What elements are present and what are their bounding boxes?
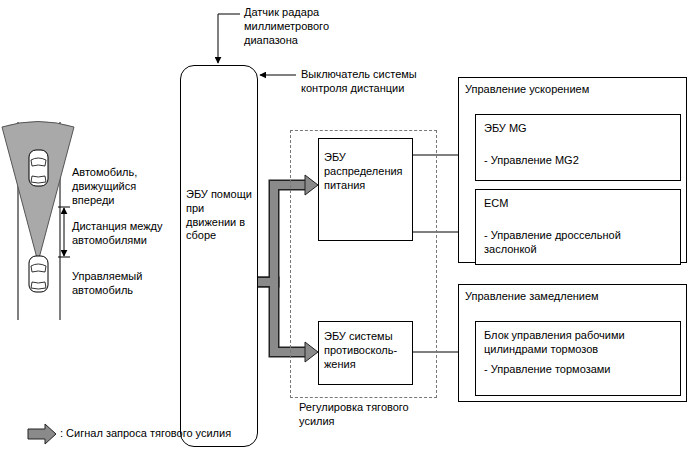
request-arrow: [258, 185, 306, 282]
ecu-box: Блок управления рабочими цилиндрами торм…: [475, 321, 681, 396]
control-group-box: Управление замедлениемБлок управления ра…: [458, 284, 687, 402]
switch-leader: [260, 75, 296, 76]
node-detail: - Управление MG2: [484, 154, 672, 168]
radar-cone: [2, 122, 74, 263]
node-title: ECM: [484, 197, 672, 211]
node-title: ЭБУ помощи при движении в сборе: [186, 188, 253, 243]
ecu-box: ECM - Управление дроссельной заслонкой: [475, 189, 681, 265]
node-detail: - Управление дроссельной заслонкой: [484, 229, 672, 257]
distance-dimension: [58, 207, 70, 257]
vehicle-label: Управляемый автомобиль: [72, 270, 172, 298]
own-car: [29, 256, 48, 292]
sensor-leader: [218, 14, 240, 63]
request-arrow-head: [305, 175, 318, 195]
distance-label: Дистанция между автомобилями: [72, 220, 172, 248]
switch-label: Выключатель системы контроля дистанции: [301, 68, 446, 96]
legend-arrow-icon: [28, 424, 56, 444]
node-title: Регулировка тягового усилия: [299, 401, 429, 429]
sensor-label: Датчик радара миллиметрового диапазона: [244, 6, 354, 47]
legend-text: : Сигнал запроса тягового усилия: [60, 427, 231, 441]
node-title: ЭБУ MG: [484, 122, 672, 136]
node-detail: - Управление тормозами: [484, 363, 672, 377]
node-title: Блок управления рабочими цилиндрами торм…: [484, 329, 672, 357]
node-title: Управление ускорением: [465, 83, 680, 97]
request-arrow-outline: [258, 282, 306, 352]
ecu-box: ЭБУ помощи при движении в сборе: [180, 65, 258, 447]
ecu-box: ЭБУ системы противосколь- жения: [318, 321, 413, 385]
node-title: Управление замедлением: [465, 290, 680, 304]
request-arrow-outline: [258, 185, 306, 282]
ecu-box: ЭБУ распределения питания: [318, 138, 413, 241]
request-arrow: [258, 282, 306, 352]
vehicle-label: Автомобиль, движущийся впереди: [72, 166, 172, 207]
control-group-box: Управление ускорениемЭБУ MG - Управление …: [458, 77, 687, 263]
node-title: ЭБУ распределения питания: [324, 151, 407, 192]
request-arrow-head: [305, 342, 318, 362]
node-title: ЭБУ системы противосколь- жения: [324, 330, 407, 371]
leading-car: [29, 150, 48, 186]
ecu-box: ЭБУ MG - Управление MG2: [475, 114, 681, 181]
group-box: Регулировка тягового усилияЭБУ распредел…: [290, 130, 437, 398]
